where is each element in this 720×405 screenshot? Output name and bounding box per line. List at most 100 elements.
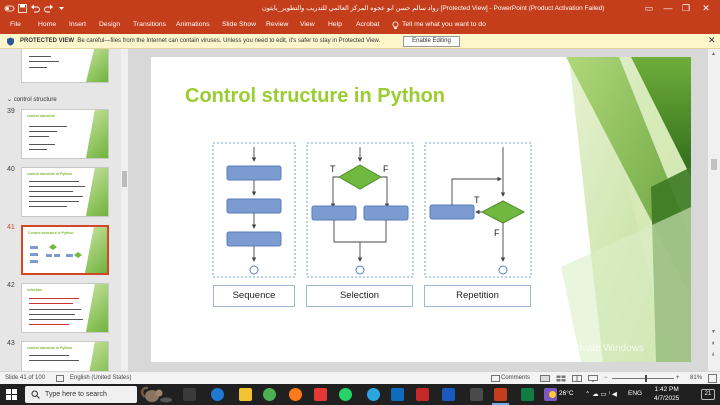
repetition-caption[interactable]: Repetition	[424, 285, 531, 307]
zoom-level[interactable]: 81%	[690, 375, 703, 381]
powerpoint-icon[interactable]	[494, 388, 507, 401]
thumbnail-42[interactable]: selection	[21, 283, 109, 333]
notification-center-badge[interactable]: 21	[701, 389, 715, 400]
minimize-button[interactable]: —	[663, 3, 673, 13]
normal-view-icon[interactable]	[540, 375, 550, 382]
squirrel-widget-icon[interactable]	[140, 385, 174, 404]
selection-false-label: F	[383, 164, 389, 174]
thumbnail-43[interactable]: control structure in Python	[21, 341, 109, 371]
zoom-slider-handle[interactable]	[645, 375, 647, 382]
chrome-icon[interactable]	[263, 388, 276, 401]
thumbnail-38[interactable]	[21, 49, 109, 83]
slide-title[interactable]: Control structure in Python	[185, 85, 445, 107]
save-icon[interactable]	[17, 3, 28, 14]
tab-file[interactable]: File	[10, 21, 21, 28]
telegram-icon[interactable]	[367, 388, 380, 401]
clock-time: 1:42 PM	[654, 386, 679, 393]
ribbon-display-button[interactable]: ▭	[644, 3, 654, 13]
tab-animations[interactable]: Animations	[176, 21, 210, 28]
outlook-icon[interactable]	[391, 388, 404, 401]
zoom-in-button[interactable]: +	[676, 375, 680, 381]
notes-icon[interactable]	[491, 375, 500, 382]
app-icon[interactable]	[470, 388, 483, 401]
flowchart-diagram: T F T F	[212, 142, 532, 278]
thumbnail-diagram	[30, 244, 82, 263]
slideshow-view-icon[interactable]	[588, 375, 598, 382]
undo-icon[interactable]	[30, 3, 41, 14]
current-slide[interactable]: Control structure in Python	[151, 57, 691, 362]
autosave-icon[interactable]	[4, 3, 15, 14]
protected-view-message: Be careful—files from the Internet can c…	[77, 38, 381, 44]
ribbon-tabs: File Home Insert Design Transitions Anim…	[0, 17, 720, 34]
taskbar-search-box[interactable]: Type here to search	[25, 386, 137, 403]
windows-start-icon[interactable]	[6, 389, 17, 400]
tab-home[interactable]: Home	[38, 21, 57, 28]
input-language[interactable]: ENG	[628, 390, 643, 397]
sequence-flowchart	[212, 142, 296, 278]
close-bar-icon[interactable]: ✕	[708, 35, 716, 45]
clock-date: 4/7/2025	[654, 395, 680, 402]
reading-view-icon[interactable]	[572, 375, 582, 382]
tab-help[interactable]: Help	[328, 21, 342, 28]
zoom-out-button[interactable]: −	[604, 375, 608, 381]
fit-to-window-icon[interactable]	[708, 374, 717, 383]
redo-icon[interactable]	[43, 3, 54, 14]
section-label[interactable]: ⌄ control structure	[7, 97, 57, 103]
thumbnail-39[interactable]: control structure	[21, 109, 109, 159]
excel-icon[interactable]	[521, 388, 534, 401]
slide-number-39: 39	[7, 108, 15, 115]
language-indicator[interactable]: English (United States)	[70, 375, 132, 381]
tab-insert[interactable]: Insert	[69, 21, 86, 28]
protected-view-label: PROTECTED VIEW	[20, 38, 75, 44]
windows-taskbar: Type here to search 26°C ⌃ ☁ ▭ ⁾ ◀ ENG 1…	[0, 384, 720, 405]
system-tray-icons[interactable]: ⌃ ☁ ▭ ⁾ ◀	[585, 391, 617, 398]
lightbulb-icon	[392, 21, 399, 29]
thumbnails-scrollbar[interactable]	[121, 49, 128, 371]
slide-counter: Slide 41 of 100	[5, 375, 46, 381]
whatsapp-icon[interactable]	[339, 388, 352, 401]
title-bar: رواد سالم حسن ابو عجوه المركز العالمي لل…	[0, 0, 720, 17]
edge-icon[interactable]	[211, 388, 224, 401]
active-app-indicator	[492, 403, 509, 405]
tab-slideshow[interactable]: Slide Show	[222, 21, 257, 28]
tab-view[interactable]: View	[300, 21, 315, 28]
zoom-slider[interactable]	[612, 378, 674, 379]
weather-icon[interactable]	[547, 389, 558, 400]
repetition-false-label: F	[494, 228, 500, 238]
slide-number-42: 42	[7, 282, 15, 289]
word-icon[interactable]	[442, 388, 455, 401]
search-placeholder: Type here to search	[45, 391, 107, 398]
youtube-icon[interactable]	[314, 388, 327, 401]
enable-editing-button[interactable]: Enable Editing	[403, 36, 460, 47]
taskbar-clock[interactable]: 1:42 PM 4/7/2025	[654, 385, 679, 403]
acrobat-icon[interactable]	[416, 388, 429, 401]
task-view-icon[interactable]	[183, 388, 196, 401]
shield-icon	[7, 37, 14, 46]
tell-me-search[interactable]: Tell me what you want to do	[402, 21, 486, 28]
firefox-icon[interactable]	[289, 388, 302, 401]
file-explorer-icon[interactable]	[239, 388, 252, 401]
tab-design[interactable]: Design	[99, 21, 121, 28]
protected-view-bar: PROTECTED VIEW Be careful—files from the…	[0, 34, 720, 49]
spelling-icon[interactable]	[56, 375, 64, 382]
close-window-button[interactable]: ✕	[702, 3, 710, 13]
selection-caption[interactable]: Selection	[306, 285, 413, 307]
thumbnail-41-selected[interactable]: Control structure in Python	[21, 225, 109, 275]
slide-background-decoration	[561, 57, 691, 362]
slide-number-41: 41	[7, 224, 15, 231]
search-icon	[31, 390, 40, 399]
editor-scrollbar[interactable]: ▲ ▼ ⇞ ⇟	[708, 49, 720, 371]
thumbnail-40[interactable]: control structure in Python	[21, 167, 109, 217]
tab-transitions[interactable]: Transitions	[133, 21, 166, 28]
tab-acrobat[interactable]: Acrobat	[356, 21, 380, 28]
repetition-true-label: T	[474, 195, 480, 205]
customize-toolbar-icon[interactable]	[56, 3, 67, 14]
selection-true-label: T	[330, 164, 336, 174]
restore-button[interactable]: ❐	[681, 3, 691, 13]
slide-sorter-icon[interactable]	[556, 375, 566, 382]
weather-temp[interactable]: 26°C	[559, 390, 574, 397]
tab-review[interactable]: Review	[266, 21, 289, 28]
comments-button[interactable]: Comments	[501, 375, 531, 381]
sequence-caption[interactable]: Sequence	[213, 285, 295, 307]
